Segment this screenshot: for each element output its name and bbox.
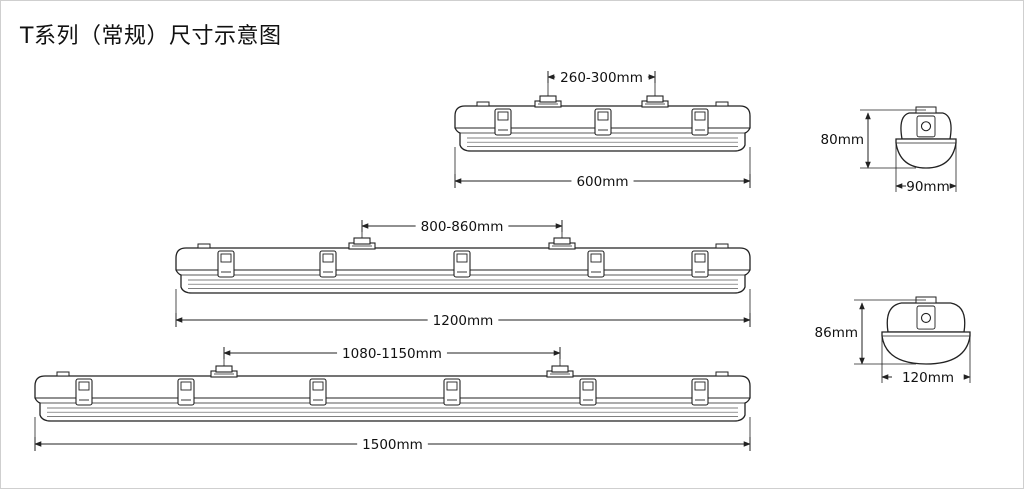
page-title: T系列（常规）尺寸示意图: [20, 24, 282, 49]
lamp-1500-length: 1500mm: [34, 437, 751, 453]
lamp-1200-mount-bracket: [548, 237, 576, 250]
lamp-600-clip: [691, 108, 709, 136]
lamp-600: 260-300mm 600mm: [454, 70, 751, 190]
section-large-clip-hole: [920, 312, 932, 323]
bracket-top: [553, 237, 571, 245]
lamp-600-clip-spacing: 260-300mm: [547, 70, 656, 86]
section-small-clip-hole: [920, 121, 932, 132]
lamp-600-length-label: 600mm: [576, 174, 628, 190]
lamp-600-clip-spacing-label: 260-300mm: [560, 70, 643, 86]
clip-window: [220, 253, 232, 263]
clip-window: [446, 381, 458, 391]
lamp-1500-clip-spacing: 1080-1150mm: [223, 346, 561, 362]
bracket-top: [551, 365, 569, 373]
lamp-600-mount-bracket: [641, 95, 669, 108]
lamp-1500: 1080-1150mm 1500mm: [34, 346, 751, 453]
bracket-top: [215, 365, 233, 373]
clip-window: [597, 111, 609, 121]
section-small-clip: [916, 115, 936, 138]
clip-window: [322, 253, 334, 263]
section-small-width-dim: 90mm: [895, 139, 957, 195]
lamp-1200-clip: [691, 250, 709, 278]
lamp-1500-mount-bracket: [546, 365, 574, 378]
section-large-diffuser: [881, 331, 971, 365]
lamp-1500-end-tab: [715, 371, 729, 377]
clip-window: [497, 111, 509, 121]
lamp-1500-mount-bracket: [210, 365, 238, 378]
lamp-1500-length-label: 1500mm: [362, 437, 423, 453]
lamp-1500-clip-spacing-label: 1080-1150mm: [342, 346, 442, 362]
clip-window: [694, 381, 706, 391]
clip-window: [78, 381, 90, 391]
lamp-1200-end-tab: [197, 243, 211, 249]
lamp-600-clip: [494, 108, 512, 136]
clip-window: [590, 253, 602, 263]
lamp-1200-clip: [587, 250, 605, 278]
clip-window: [180, 381, 192, 391]
lamp-600-end-tab: [715, 101, 729, 107]
section-small-height-dim: 80mm: [821, 109, 926, 169]
lamp-600-clip: [594, 108, 612, 136]
section-large-width-label: 120mm: [902, 370, 954, 386]
section-small: 80mm 90mm: [821, 106, 957, 195]
lamp-600-mount-bracket: [534, 95, 562, 108]
lamp-1200-clip: [217, 250, 235, 278]
bracket-top: [539, 95, 557, 103]
lamp-1500-clip: [579, 378, 597, 406]
clip-window: [456, 253, 468, 263]
clip-window: [694, 253, 706, 263]
lamp-1200-length: 1200mm: [175, 313, 751, 329]
clip-window: [582, 381, 594, 391]
lamp-1500-clip: [177, 378, 195, 406]
lamp-600-end-tab: [476, 101, 490, 107]
clip-window: [312, 381, 324, 391]
section-small-diffuser: [895, 138, 957, 169]
lamp-1500-clip: [75, 378, 93, 406]
lamp-1200-clip: [319, 250, 337, 278]
section-small-height-label: 80mm: [821, 132, 864, 148]
clip-window: [694, 111, 706, 121]
section-small-width-label: 90mm: [906, 179, 949, 195]
lamp-1500-clip: [309, 378, 327, 406]
lamp-1200-clip-spacing-label: 800-860mm: [421, 219, 504, 235]
lamp-1200-end-tab: [715, 243, 729, 249]
lamp-1500-clip: [443, 378, 461, 406]
section-large-height-label: 86mm: [815, 325, 858, 341]
section-large: 86mm 120mm: [815, 296, 971, 386]
lamp-1200-length-label: 1200mm: [433, 313, 494, 329]
section-large-clip: [916, 305, 936, 330]
bracket-top: [353, 237, 371, 245]
lamp-1200-clip: [453, 250, 471, 278]
lamp-1200-clip-spacing: 800-860mm: [361, 219, 563, 235]
bracket-top: [646, 95, 664, 103]
lamp-1500-end-tab: [56, 371, 70, 377]
lamp-600-length: 600mm: [454, 174, 751, 190]
lamp-1200: 800-860mm 1200mm: [175, 219, 751, 329]
lamp-1200-mount-bracket: [348, 237, 376, 250]
section-large-width-dim: 120mm: [881, 332, 971, 386]
section-large-height-dim: 86mm: [815, 299, 926, 365]
lamp-1500-clip: [691, 378, 709, 406]
